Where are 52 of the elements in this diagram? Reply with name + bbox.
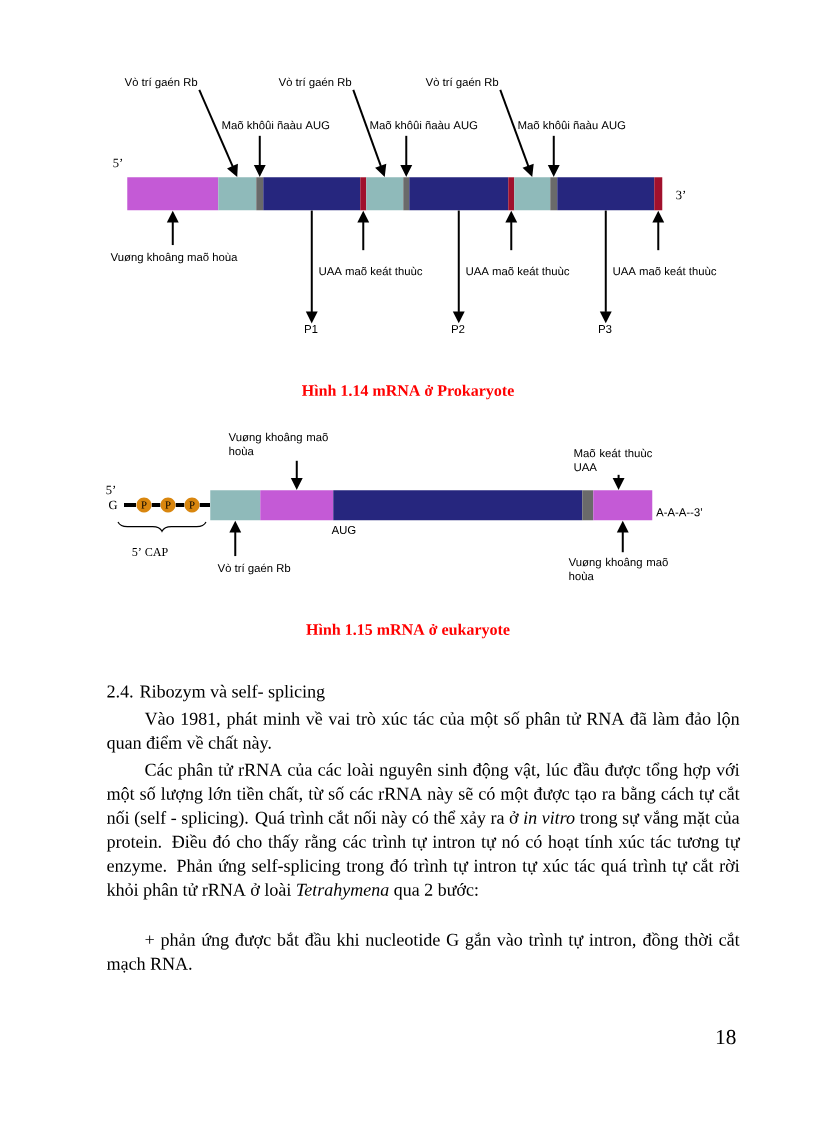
mrna-segment bbox=[263, 177, 361, 211]
mrna-segment bbox=[218, 177, 257, 211]
annotation-label: Vò trí gaén Rb bbox=[278, 77, 352, 89]
page-number: 18 bbox=[716, 1029, 736, 1045]
annotation-label: Vò trí gaén Rb bbox=[217, 563, 291, 575]
mrna-segment bbox=[550, 177, 558, 211]
mrna-segment bbox=[333, 490, 583, 521]
mrna-segment bbox=[593, 490, 653, 521]
mrna-segment bbox=[256, 177, 264, 211]
paragraph: Các phân tử rRNA của các loài nguyên sinh động vật, lúc đầu được tổng hợp với một số lượng lớn tiền chất, từ số các rRNA này sẽ có một được tạo ra bằng cách tự cắt nối (self - splicing). Quá trình cắt nối này có thể xảy ra ở in vitro trong sự vắng mặt của protein. Điều đó cho thấy rằng các trình tự intron tự nó có hoạt tính xúc tác tương tự enzyme. Phản ứng self-splicing trong đó trình tự intron tự xúc tác quá trình tự cắt rời khỏi phân tử rRNA ở loài Tetrahymena qua 2 bước: bbox=[106, 762, 741, 900]
paragraph: Vào 1981, phát minh về vai trò xúc tác của một số phân tử RNA đã làm đảo lộn quan điểm về chất này. bbox=[107, 711, 740, 753]
connecting-line bbox=[151, 503, 161, 507]
annotation-label: Maõ khôûi ñaàu AUG bbox=[222, 120, 330, 130]
annotation-label: Vò trí gaén Rb bbox=[425, 77, 499, 89]
cap-label: 5’ CAP bbox=[132, 547, 168, 557]
connecting-line bbox=[175, 503, 185, 507]
end-label: 5’ bbox=[113, 158, 123, 168]
mrna-segment bbox=[260, 490, 334, 521]
annotation-label: Maõ keát thuùc UAA bbox=[574, 448, 653, 472]
annotation-label: Vò trí gaén Rb bbox=[124, 77, 198, 89]
mrna-segment bbox=[210, 490, 261, 521]
annotation-label: Vuøng khoâng maõ hoùa bbox=[228, 432, 328, 456]
mrna-segment bbox=[557, 177, 655, 211]
annotation-label: Maõ khôûi ñaàu AUG bbox=[370, 120, 478, 130]
end-label: 5’ bbox=[106, 485, 116, 495]
annotation-label: UAA maõ keát thuùc bbox=[613, 266, 717, 276]
figure-caption: Hình 1.15 mRNA ở eukaryote bbox=[306, 623, 510, 639]
mrna-segment bbox=[654, 177, 663, 211]
mrna-segment bbox=[366, 177, 404, 211]
annotation-label: Vuøng khoâng maõ hoùa bbox=[568, 557, 668, 581]
annotation-label: Vuøng khoâng maõ hoùa bbox=[110, 252, 238, 264]
mrna-segment bbox=[127, 177, 219, 211]
mrna-segment bbox=[582, 490, 594, 521]
figure-caption: Hình 1.14 mRNA ở Prokaryote bbox=[302, 384, 514, 400]
protein-label: P2 bbox=[452, 325, 465, 333]
mrna-segment bbox=[409, 177, 509, 211]
protein-label: P1 bbox=[305, 325, 318, 333]
section-heading: 2.4. Ribozym và self- splicing bbox=[107, 684, 325, 702]
mrna-segment bbox=[508, 177, 515, 211]
paragraph: + phản ứng được bắt đầu khi nucleotide G gắn vào trình tự intron, đồng thời cắt mạch RNA. bbox=[107, 932, 740, 973]
mrna-segment bbox=[360, 177, 367, 211]
codon-label: AUG bbox=[331, 526, 356, 534]
protein-label: P3 bbox=[599, 325, 612, 333]
mrna-segment bbox=[514, 177, 551, 211]
annotation-label: Maõ khôûi ñaàu AUG bbox=[518, 120, 626, 130]
end-label: 3’ bbox=[676, 190, 686, 200]
connecting-line bbox=[199, 503, 210, 508]
annotation-label: UAA maõ keát thuùc bbox=[319, 266, 423, 276]
annotation-label: UAA maõ keát thuùc bbox=[466, 266, 570, 276]
mrna-segment bbox=[403, 177, 410, 211]
end-label: A-A-A--3’ bbox=[656, 508, 703, 517]
end-label: G bbox=[108, 500, 118, 510]
